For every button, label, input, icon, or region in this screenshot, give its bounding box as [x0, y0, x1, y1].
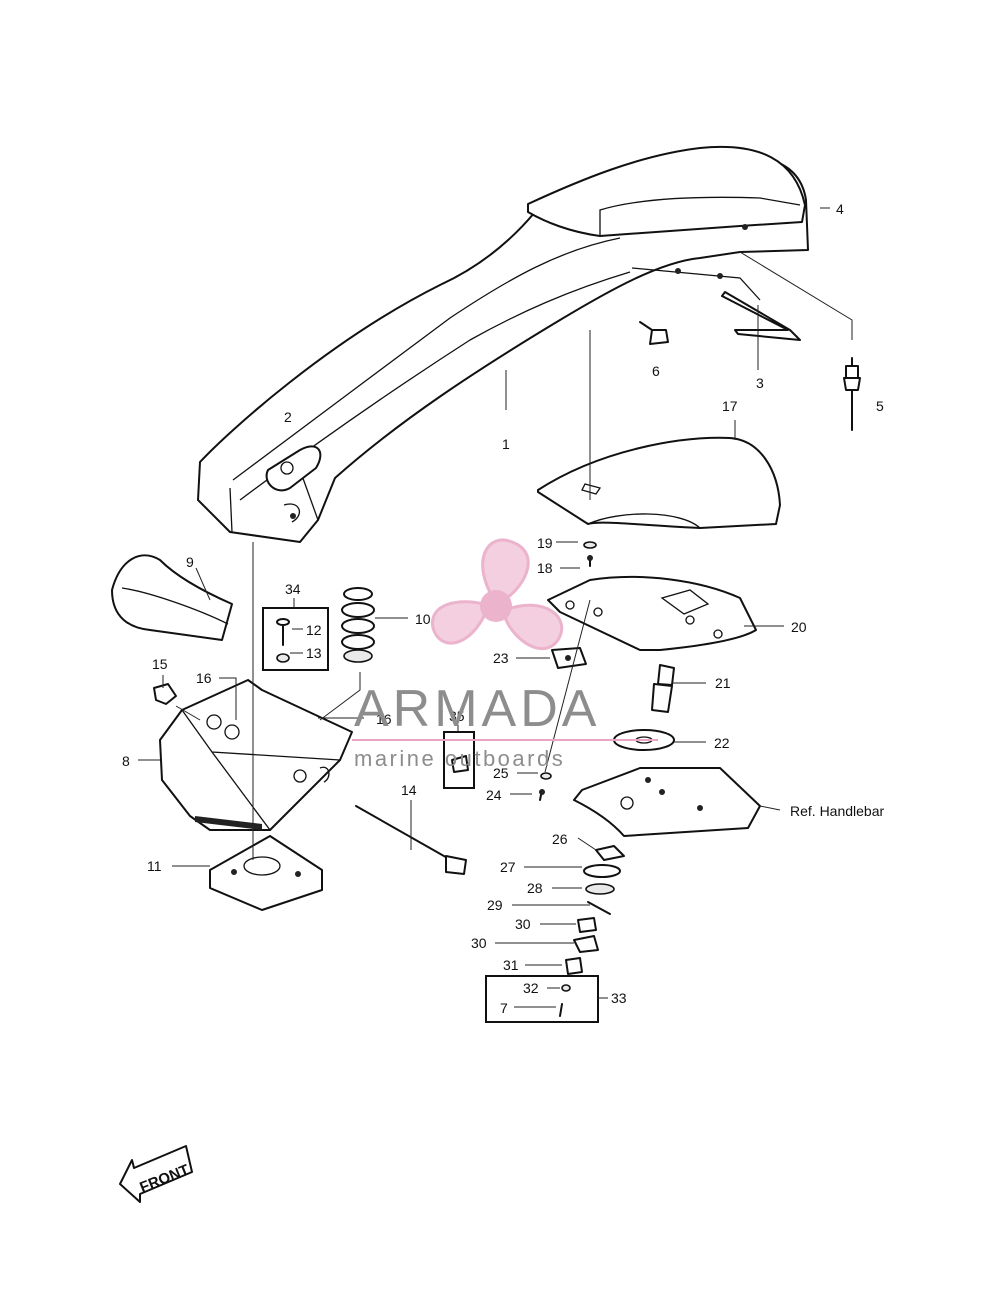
front-direction-arrow: FRONT [119, 1145, 193, 1203]
friction-parts-stack [559, 845, 625, 1017]
callout-12: 12 [306, 622, 322, 638]
rivet-pin-part [843, 357, 861, 431]
part-31 [565, 957, 583, 975]
clip-23-part [551, 647, 587, 669]
callout-5: 5 [876, 398, 884, 414]
stud-21-part [651, 664, 675, 713]
part-27 [583, 864, 621, 878]
part-28 [585, 883, 615, 895]
callout-34: 34 [285, 581, 301, 597]
kit-box-34 [262, 607, 329, 671]
part-30b [573, 935, 599, 953]
callout-35: 35 [449, 708, 465, 724]
bolt-6-part [639, 321, 669, 345]
part-26 [595, 845, 625, 861]
callout-17: 17 [722, 398, 738, 414]
kit-35-part [443, 731, 475, 789]
callout-7: 7 [500, 1000, 508, 1016]
callout-16a: 16 [196, 670, 212, 686]
callout-23: 23 [493, 650, 509, 666]
reference-label: Ref. Handlebar [790, 803, 885, 819]
callout-14: 14 [401, 782, 417, 798]
screw-24-washer-25 [539, 772, 552, 801]
callout-4: 4 [836, 201, 844, 217]
callout-33: 33 [611, 990, 627, 1006]
callout-3: 3 [756, 375, 764, 391]
callout-26: 26 [552, 831, 568, 847]
handlebar-plate [573, 767, 761, 837]
bellows-10-part [341, 587, 375, 663]
callout-8: 8 [122, 753, 130, 769]
callout-labels: 1 2 3 4 5 6 7 8 9 10 11 12 13 14 15 16 1… [122, 201, 885, 1016]
kit-box-33 [485, 975, 599, 1023]
callout-15: 15 [152, 656, 168, 672]
callout-29: 29 [487, 897, 503, 913]
base-plate-11-part [209, 835, 323, 911]
long-bolt-14-part [355, 805, 467, 875]
callout-13: 13 [306, 645, 322, 661]
callout-18: 18 [537, 560, 553, 576]
part-32 [561, 984, 571, 992]
callout-30b: 30 [471, 935, 487, 951]
callout-28: 28 [527, 880, 543, 896]
part-30a [577, 917, 597, 933]
brand-text: ARMADA [354, 680, 600, 738]
armada-propeller-logo [431, 538, 564, 651]
kit-34-parts [276, 618, 290, 663]
callout-20: 20 [791, 619, 807, 635]
callout-22: 22 [714, 735, 730, 751]
callout-6: 6 [652, 363, 660, 379]
leader-lines [138, 251, 853, 1008]
pad-9-part [111, 554, 233, 641]
callout-10: 10 [415, 611, 431, 627]
main-housing-part [197, 145, 809, 543]
callout-2: 2 [284, 409, 292, 425]
callout-32: 32 [523, 980, 539, 996]
part-29 [587, 901, 611, 915]
callout-30a: 30 [515, 916, 531, 932]
link-rod-part [721, 291, 801, 341]
tagline-text: marine outboards [354, 746, 565, 771]
callout-31: 31 [503, 957, 519, 973]
callout-25: 25 [493, 765, 509, 781]
callout-9: 9 [186, 554, 194, 570]
callout-11: 11 [147, 858, 162, 874]
small-screw-18-washer-19 [583, 541, 597, 567]
callout-24: 24 [486, 787, 502, 803]
callout-27: 27 [500, 859, 516, 875]
armada-watermark: ARMADA marine outboards [352, 680, 658, 771]
bracket-8-part [159, 679, 353, 831]
callout-1: 1 [502, 436, 510, 452]
callout-21: 21 [715, 675, 731, 691]
mount-plate-20-part [547, 575, 757, 651]
callout-16b: 16 [376, 711, 392, 727]
lower-cover-part [537, 436, 781, 529]
callout-19: 19 [537, 535, 553, 551]
part-7 [559, 1003, 563, 1017]
nut-15-part [153, 683, 177, 705]
